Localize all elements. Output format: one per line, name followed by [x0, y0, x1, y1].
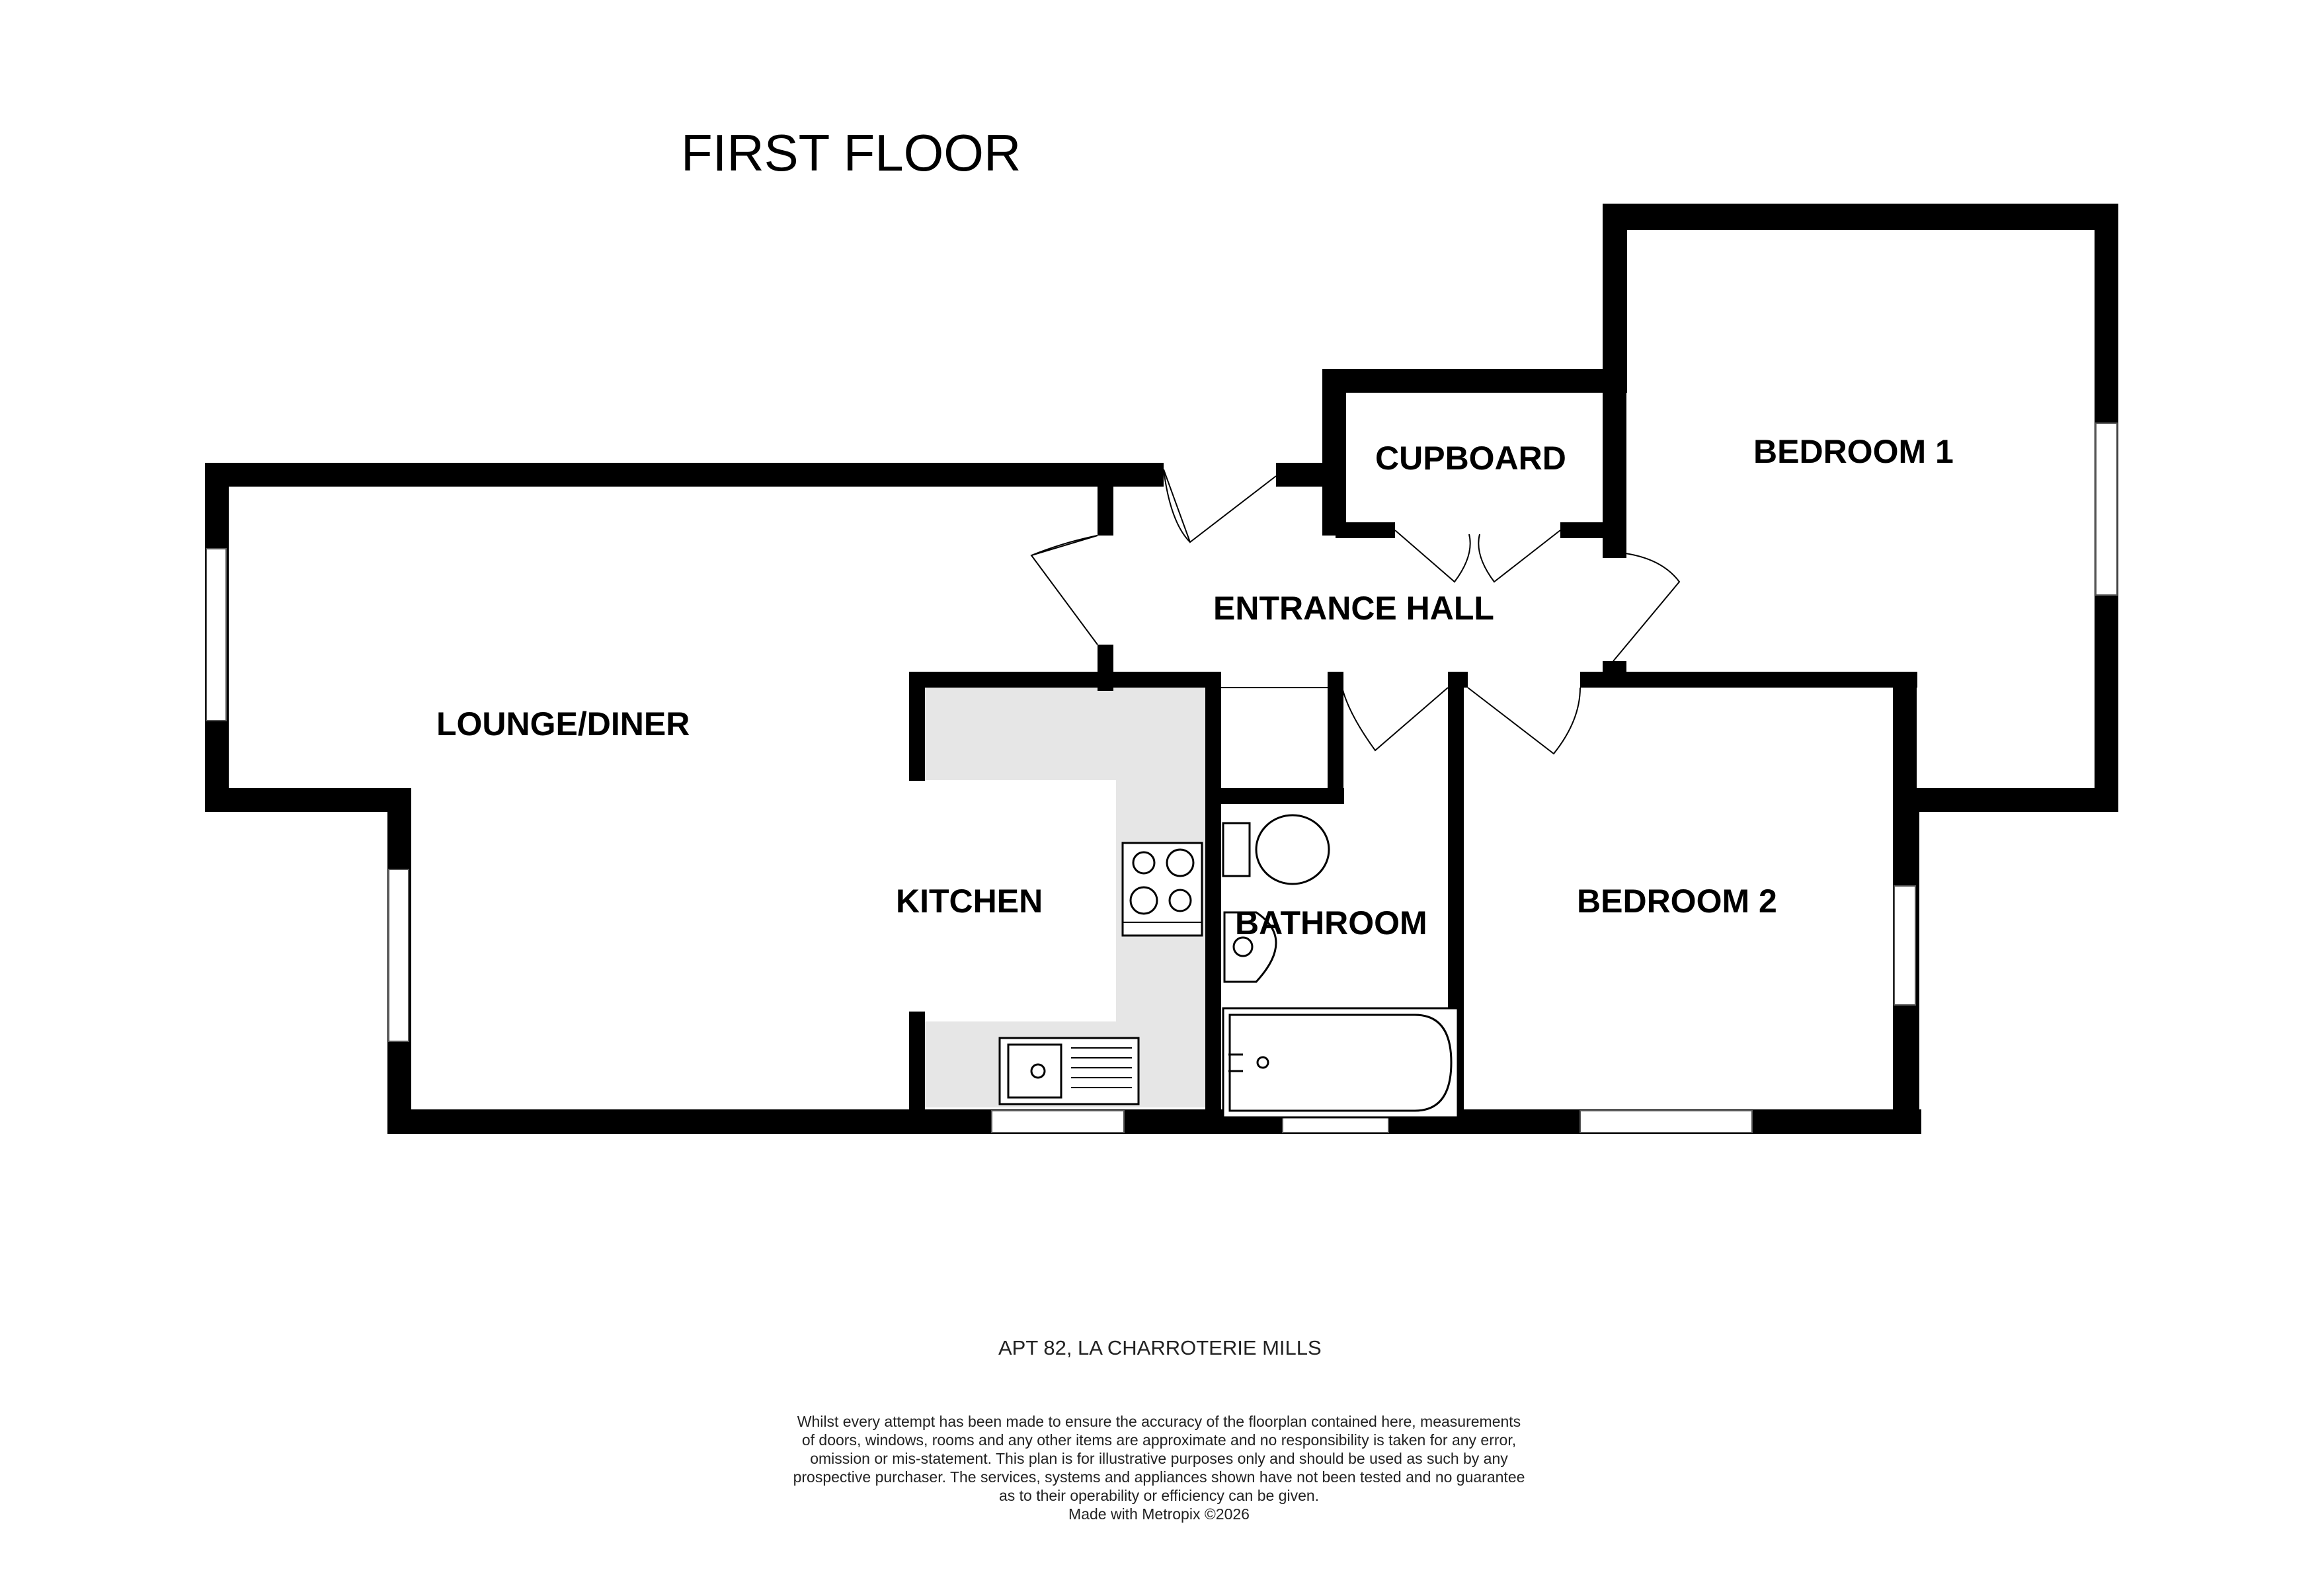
window-bedroom1	[2095, 422, 2118, 596]
room-label-kitchen: KITCHEN	[896, 883, 1043, 920]
door-cupboard-right	[1478, 530, 1561, 583]
door-bedroom2	[1467, 687, 1581, 755]
window-lounge-west	[206, 548, 227, 721]
toilet-icon	[1222, 814, 1330, 885]
windows	[206, 422, 2118, 1133]
room-label-bedroom2: BEDROOM 2	[1577, 883, 1777, 920]
address-line: APT 82, LA CHARROTERIE MILLS	[998, 1336, 1322, 1359]
door-bathroom	[1341, 687, 1449, 752]
washbasin-icon	[1223, 911, 1277, 983]
window-bedroom2-east	[1894, 885, 1916, 1006]
room-label-lounge: LOUNGE/DINER	[436, 705, 690, 742]
room-label-bedroom1: BEDROOM 1	[1753, 433, 1954, 470]
door-cupboard-left	[1394, 530, 1471, 583]
disclaimer-line: Whilst every attempt has been made to en…	[797, 1413, 1521, 1430]
sink-icon	[998, 1037, 1140, 1105]
disclaimer-line: prospective purchaser. The services, sys…	[793, 1468, 1525, 1486]
window-kitchen	[991, 1110, 1125, 1133]
door-lounge	[1030, 535, 1098, 645]
bath-icon	[1222, 1007, 1459, 1119]
disclaimer-line: of doors, windows, rooms and any other i…	[802, 1431, 1516, 1449]
room-label-hall: ENTRANCE HALL	[1213, 590, 1494, 627]
disclaimer-line: Made with Metropix ©2026	[1068, 1505, 1250, 1523]
window-lounge-south	[388, 869, 409, 1042]
disclaimer-line: as to their operability or efficiency ca…	[999, 1487, 1319, 1504]
door-bedroom1	[1613, 551, 1681, 662]
disclaimer: Whilst every attempt has been made to en…	[793, 1413, 1525, 1523]
hob-icon	[1121, 842, 1203, 937]
window-bedroom2-south	[1579, 1110, 1753, 1133]
plan-title: FIRST FLOOR	[681, 124, 1021, 182]
room-label-cupboard: CUPBOARD	[1375, 440, 1566, 477]
door-entrance	[1163, 469, 1277, 543]
disclaimer-line: omission or mis-statement. This plan is …	[810, 1450, 1508, 1467]
doors	[1030, 469, 1681, 755]
room-label-bathroom: BATHROOM	[1235, 904, 1427, 941]
